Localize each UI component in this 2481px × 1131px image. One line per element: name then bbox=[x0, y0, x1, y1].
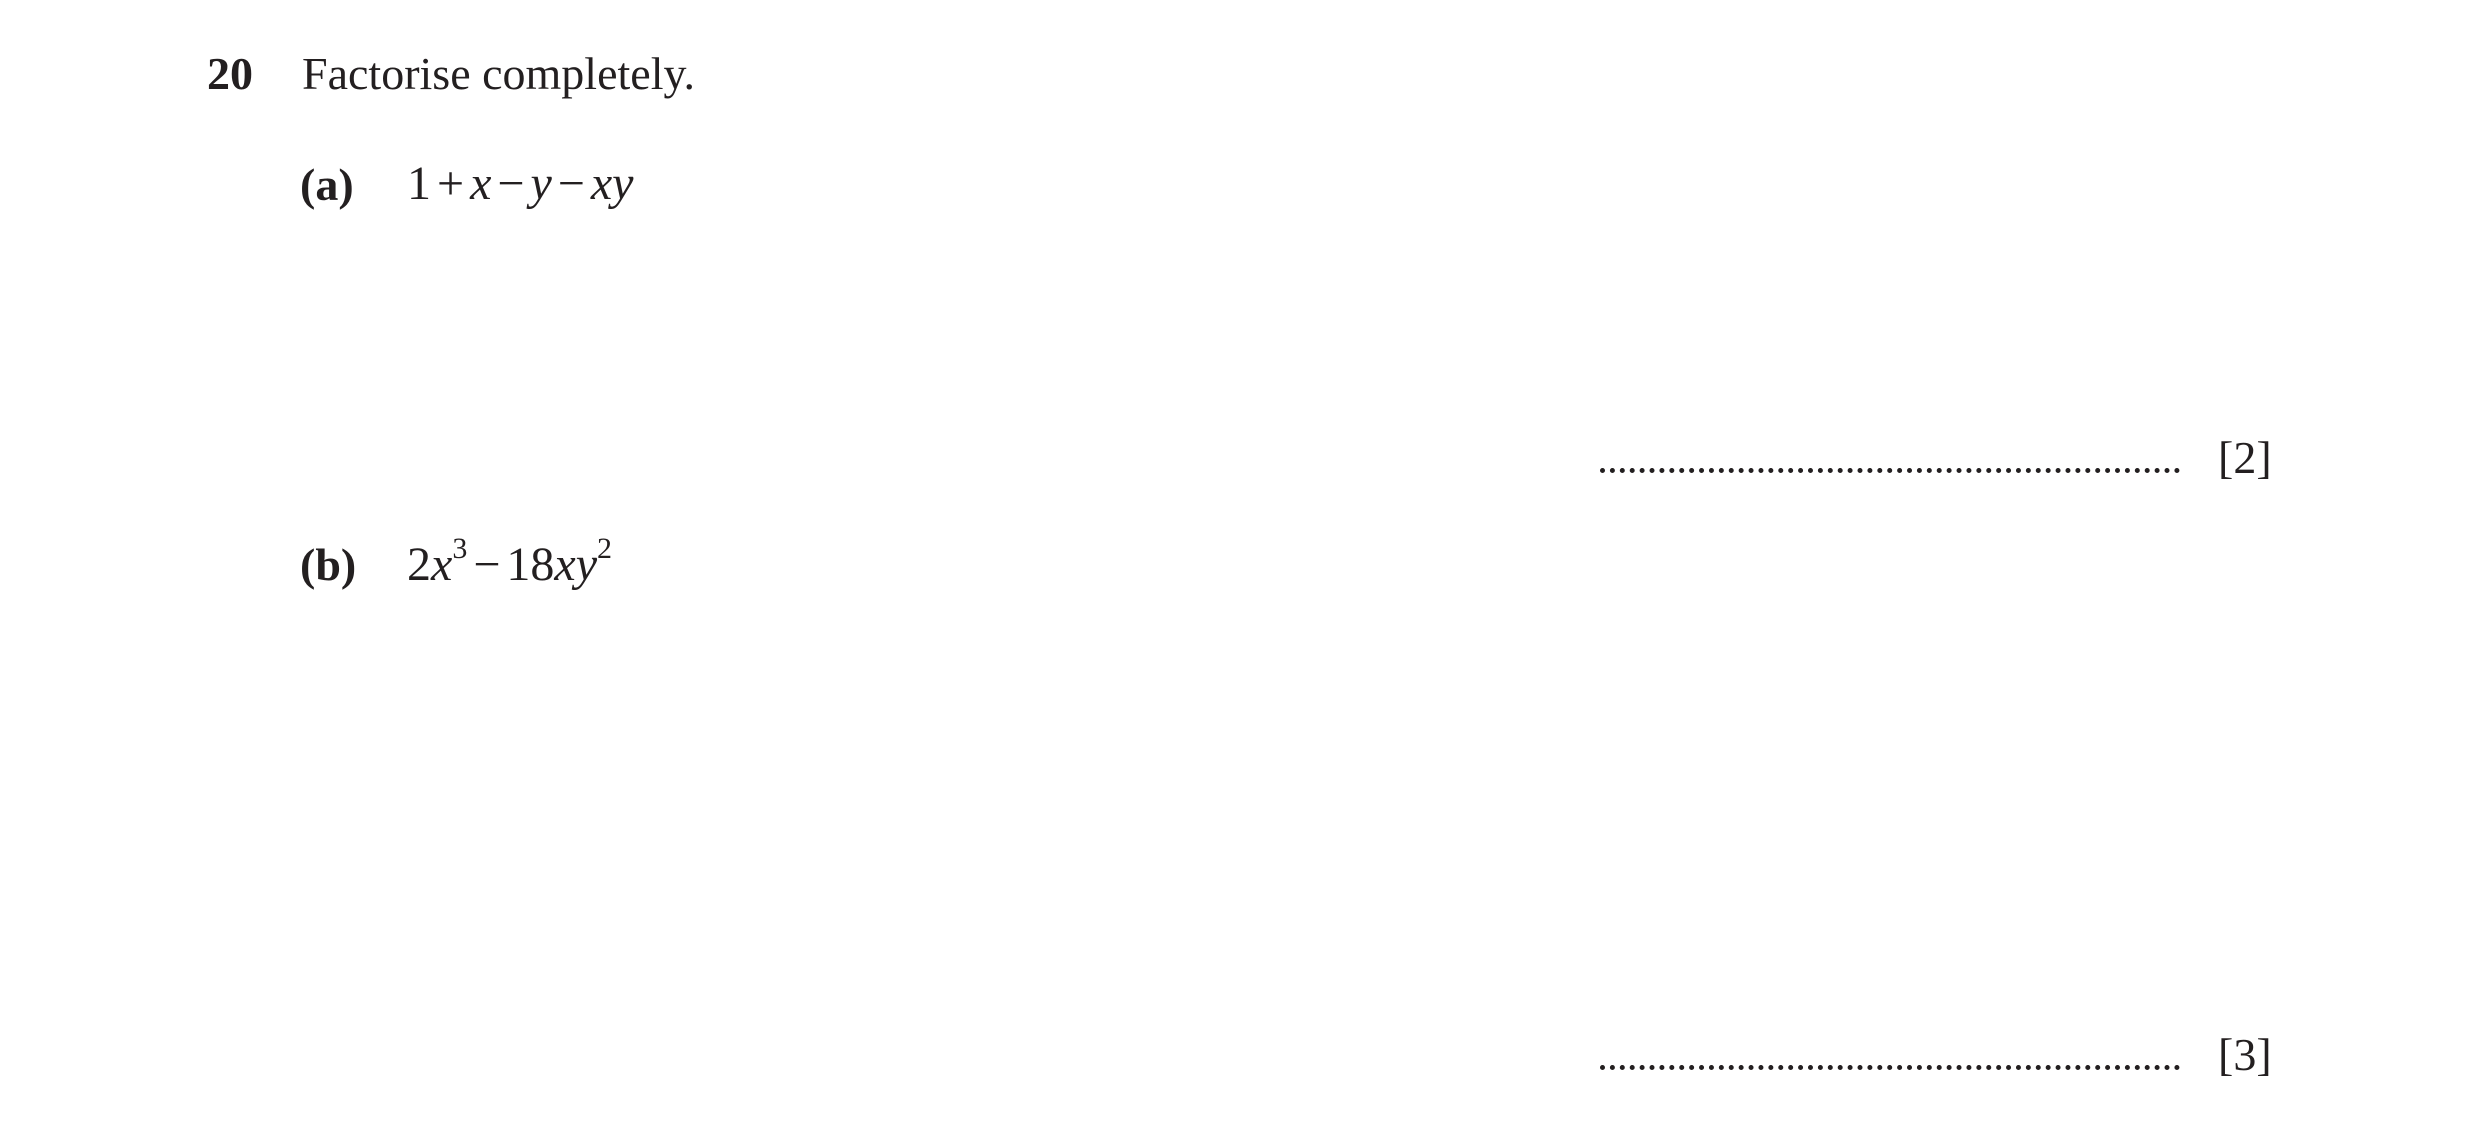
part-a-answer-line[interactable] bbox=[1600, 468, 2180, 473]
expr-a-term-1: 1 bbox=[407, 157, 431, 210]
part-a-label: (a) bbox=[300, 159, 354, 210]
question-number: 20 bbox=[207, 48, 253, 99]
expr-b-coefficient-1: 2 bbox=[407, 538, 431, 591]
expr-b-variable-2: xy bbox=[554, 538, 597, 591]
part-b-label: (b) bbox=[300, 539, 357, 590]
expr-a-term-2: x bbox=[470, 157, 492, 210]
part-b-marks: [3] bbox=[2218, 1029, 2272, 1080]
expr-b-variable-1: x bbox=[431, 538, 453, 591]
expr-a-term-4: xy bbox=[590, 157, 634, 210]
expr-a-operator-2: − bbox=[497, 157, 525, 210]
part-b-expression: 2x3−18xy2 bbox=[407, 532, 612, 595]
expr-a-operator-1: + bbox=[437, 157, 465, 210]
expr-b-exponent-1: 3 bbox=[452, 532, 468, 565]
part-b-answer-line[interactable] bbox=[1600, 1065, 2180, 1070]
expr-a-operator-3: − bbox=[557, 157, 585, 210]
expr-a-term-3: y bbox=[530, 157, 552, 210]
expr-b-coefficient-2: 18 bbox=[506, 538, 555, 591]
part-a-expression: 1+x−y−xy bbox=[407, 154, 633, 214]
part-a-marks: [2] bbox=[2218, 432, 2272, 483]
question-stem: Factorise completely. bbox=[302, 48, 695, 99]
expr-b-operator-1: − bbox=[473, 538, 501, 591]
expr-b-exponent-2: 2 bbox=[597, 532, 612, 565]
